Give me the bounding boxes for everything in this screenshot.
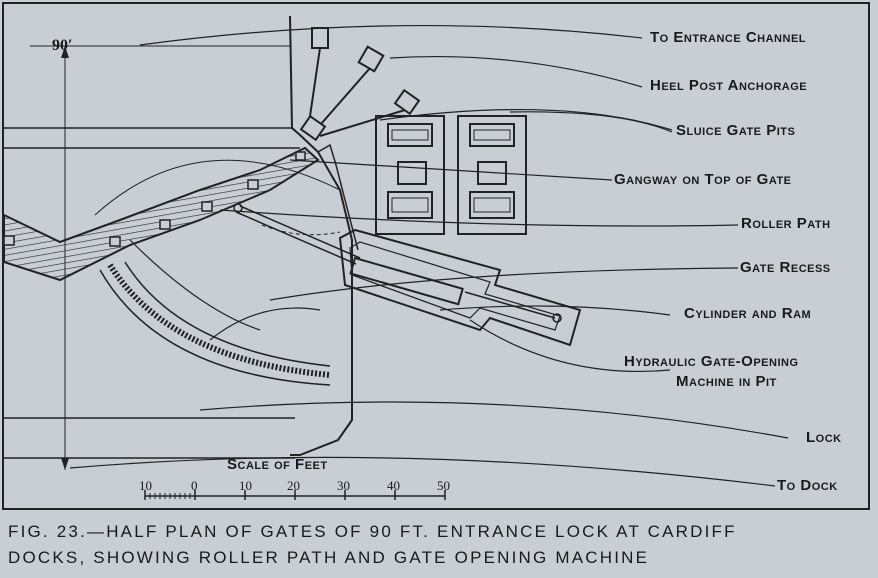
hydraulic-cylinder [233, 203, 562, 323]
label-hydraulic-machine-1: Hydraulic Gate-Opening [624, 353, 799, 370]
scale-tick: 50 [437, 478, 450, 493]
quay-wall [289, 15, 353, 456]
heel-post-anchorage [299, 27, 421, 142]
scale-tick: 10 [139, 478, 152, 493]
cylinder-pit [338, 228, 582, 347]
leader-lines [69, 24, 789, 487]
label-to-dock: To Dock [777, 477, 838, 494]
gate-leaf [3, 146, 320, 282]
label-lock: Lock [806, 429, 842, 446]
scale-tick: 30 [337, 478, 350, 493]
roller-path [99, 269, 331, 386]
label-cylinder-ram: Cylinder and Ram [684, 305, 812, 322]
label-gate-recess: Gate Recess [740, 259, 831, 276]
sweep-arc [261, 224, 341, 236]
gate-boxes [3, 151, 306, 247]
sweep-arc [94, 159, 341, 216]
scale-title: Scale of Feet [227, 456, 328, 473]
scale-bar [144, 490, 446, 500]
scale-tick: 10 [239, 478, 252, 493]
label-entrance-channel: To Entrance Channel [650, 29, 806, 46]
dimension-arrow [61, 458, 69, 470]
label-heel-post-anchorage: Heel Post Anchorage [650, 77, 808, 94]
label-gangway: Gangway on Top of Gate [614, 171, 792, 188]
sluice-gate-pits [375, 115, 527, 235]
dimension-arrow [61, 46, 69, 58]
quay-wall [317, 143, 359, 251]
roller-path [107, 263, 331, 378]
scale-tick: 40 [387, 478, 400, 493]
label-sluice-gate-pits: Sluice Gate Pits [676, 122, 796, 139]
roller-path [124, 261, 331, 367]
label-hydraulic-machine-2: Machine in Pit [676, 373, 777, 390]
figure-caption-line-2: DOCKS, SHOWING ROLLER PATH AND GATE OPEN… [8, 548, 650, 567]
figure-caption-line-1: FIG. 23.—HALF PLAN OF GATES OF 90 FT. EN… [8, 522, 737, 541]
dimension-label: 90′ [52, 37, 73, 54]
scale-tick: 0 [191, 478, 198, 493]
label-roller-path: Roller Path [741, 215, 831, 232]
scale-tick: 20 [287, 478, 300, 493]
